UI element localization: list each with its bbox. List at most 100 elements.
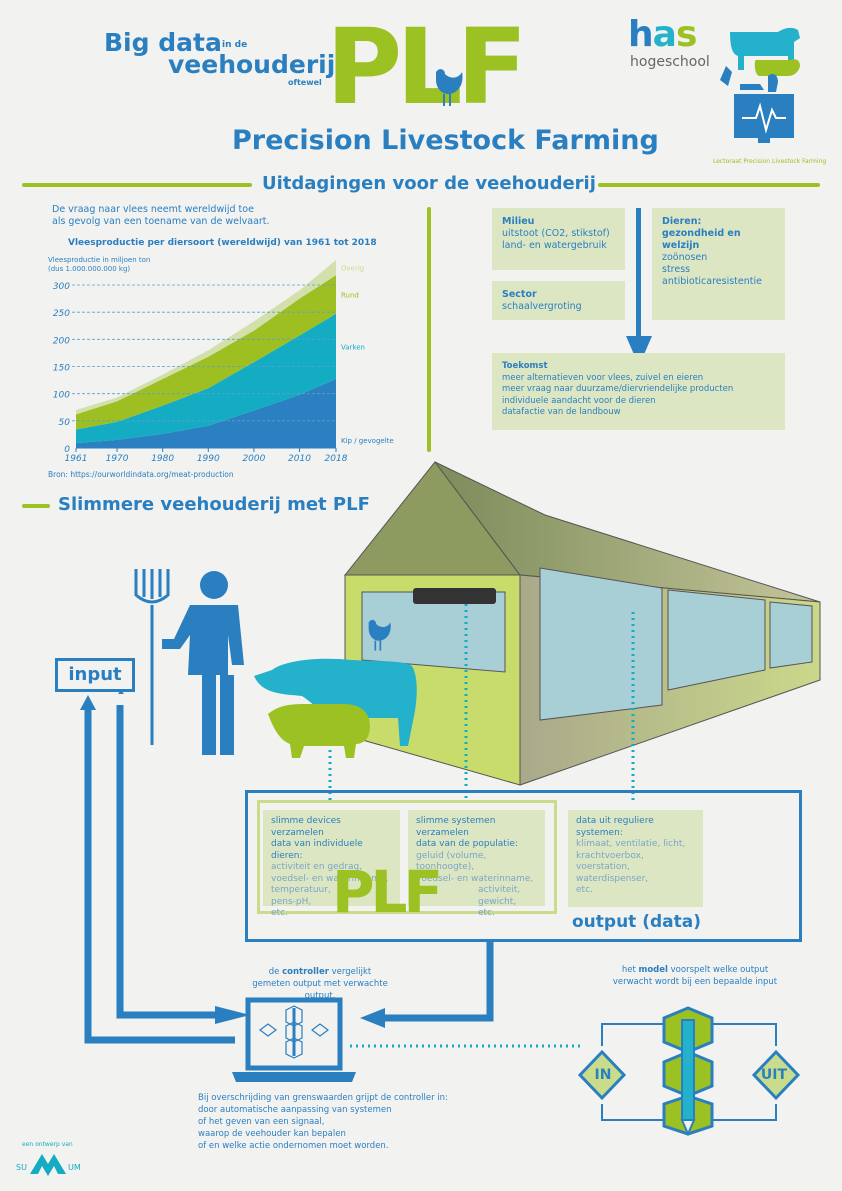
summum-logo: SU UM [16,1154,81,1176]
legend-label: Kip / gevogelte [341,437,394,445]
area-varken [76,313,336,444]
has-logo: has [628,14,697,55]
data-box-regular: data uit reguliere systemen:klimaat, ven… [568,810,703,907]
plf-logo-small: PLF [332,858,443,926]
has-logo-letter: s [675,14,697,55]
box-item: meer alternatieven voor vlees, zuivel en… [502,372,704,383]
caption-text: vergelijkt [328,967,372,977]
animals-monitor-icon [720,27,800,143]
credit-line: een ontwerp van [22,1141,73,1148]
legend-label: Varken [341,343,365,351]
section2-line-left [22,504,50,508]
has-logo-text: has [628,14,697,55]
box-item: individuele aandacht voor de dieren [502,395,656,406]
title-big-data: Big data [104,28,222,57]
data-box-head: slimme devices verzamelen [271,816,341,838]
box-item: schaalvergroting [502,301,582,312]
cow-icon [254,658,417,746]
title-in-de: in de [222,40,248,50]
x-tick-label: 2018 [325,454,348,464]
box-title: Sector [502,289,537,300]
y-tick-label: 150 [53,364,70,374]
arrow-down-icon [626,208,652,366]
x-tick-label: 1980 [151,454,174,464]
box-item: zoönosen [662,252,708,263]
caption-line: verwacht wordt bij een bepaalde input [612,977,778,987]
ylabel-line: (dus 1.000.000.000 kg) [48,265,131,273]
has-logo-letter: a [652,14,677,55]
controller-note: Bij overschrijding van grenswaarden grij… [198,1092,448,1152]
box-item: uitstoot (CO2, stikstof) [502,228,610,239]
ylabel-line: Vleesproductie in miljoen ton [48,256,151,264]
box-title: Toekomst [502,361,548,371]
data-item: krachtvoerbox, voerstation, [576,850,644,873]
caption-text: het [621,965,639,975]
note-line: waarop de veehouder kan bepalen [198,1129,346,1139]
caption-bold: controller [282,967,329,977]
hogeschool-label: hogeschool [630,54,710,70]
data-box-head: data van de populatie: [416,839,518,849]
box-title: Dieren: [662,216,702,227]
data-item: etc. [576,885,593,895]
svg-text:SU: SU [16,1163,27,1172]
note-line: of en welke actie ondernomen moet worden… [198,1141,389,1151]
output-label: output (data) [572,912,702,932]
data-item: voedsel- en waterinname, [271,873,389,884]
data-box-head: slimme systemen verzamelen [416,816,496,838]
output-box [245,790,802,942]
legend-label: Overig [341,265,364,273]
model-in-label: IN [594,1067,612,1083]
data-item: gewicht, [478,896,517,907]
caption-text: voorspelt welke output [667,965,769,975]
x-tick-label: 2010 [288,454,311,464]
area-rund [76,275,336,430]
box-item: antibioticaresistentie [662,276,762,287]
intro-line: De vraag naar vlees neemt wereldwijd toe [52,204,254,215]
data-box-head: data uit reguliere systemen: [576,816,654,838]
section-divider-vertical [427,207,431,452]
x-tick-label: 1961 [65,454,88,464]
svg-text:UM: UM [68,1163,81,1172]
legend-label: Rund [341,292,359,300]
x-tick-label: 2000 [242,454,265,464]
y-tick-label: 250 [53,309,70,319]
chicken-icon [436,69,463,106]
title-veehouderij: veehouderij [168,50,336,79]
chart-source: Bron: https://ourworldindata.org/meat-pr… [48,470,234,479]
box-item: meer vraag naar duurzame/diervriendelijk… [502,384,734,394]
data-item: etc. [478,908,495,918]
subtitle: Precision Livestock Farming [232,125,659,156]
farmer-icon [134,569,244,755]
data-box-head: data van individuele dieren: [271,839,363,861]
x-tick-label: 1990 [197,454,220,464]
section1-title: Uitdagingen voor de veehouderij [262,173,596,194]
y-tick-label: 50 [59,418,71,428]
model-diagram [577,1006,801,1137]
box-title: gezondheid en welzijn [662,228,741,251]
box-item: land- en watergebruik [502,240,607,251]
caption-line: gemeten output met verwachte output. [252,979,388,1001]
caption-text: de [268,967,283,977]
area-kip-gevogelte [76,378,336,448]
y-tick-label: 300 [53,282,70,292]
section1-line-left [22,183,252,187]
data-item: temperatuur, [271,885,331,895]
box-title: Milieu [502,216,535,227]
pig-icon [268,704,370,758]
intro-line: als gevolg van een toename van de welvaa… [52,216,270,227]
controller-caption: de controller vergelijkt gemeten output m… [240,966,400,1002]
box-item: stress [662,264,691,275]
has-logo-letter: h [628,14,654,55]
chart-intro: De vraag naar vlees neemt wereldwijd toe… [52,204,270,228]
data-item: waterdispenser, [576,873,649,884]
barn-illustration [328,461,821,800]
section2-title: Slimmere veehouderij met PLF [58,494,370,515]
section1-line-right [598,183,820,187]
